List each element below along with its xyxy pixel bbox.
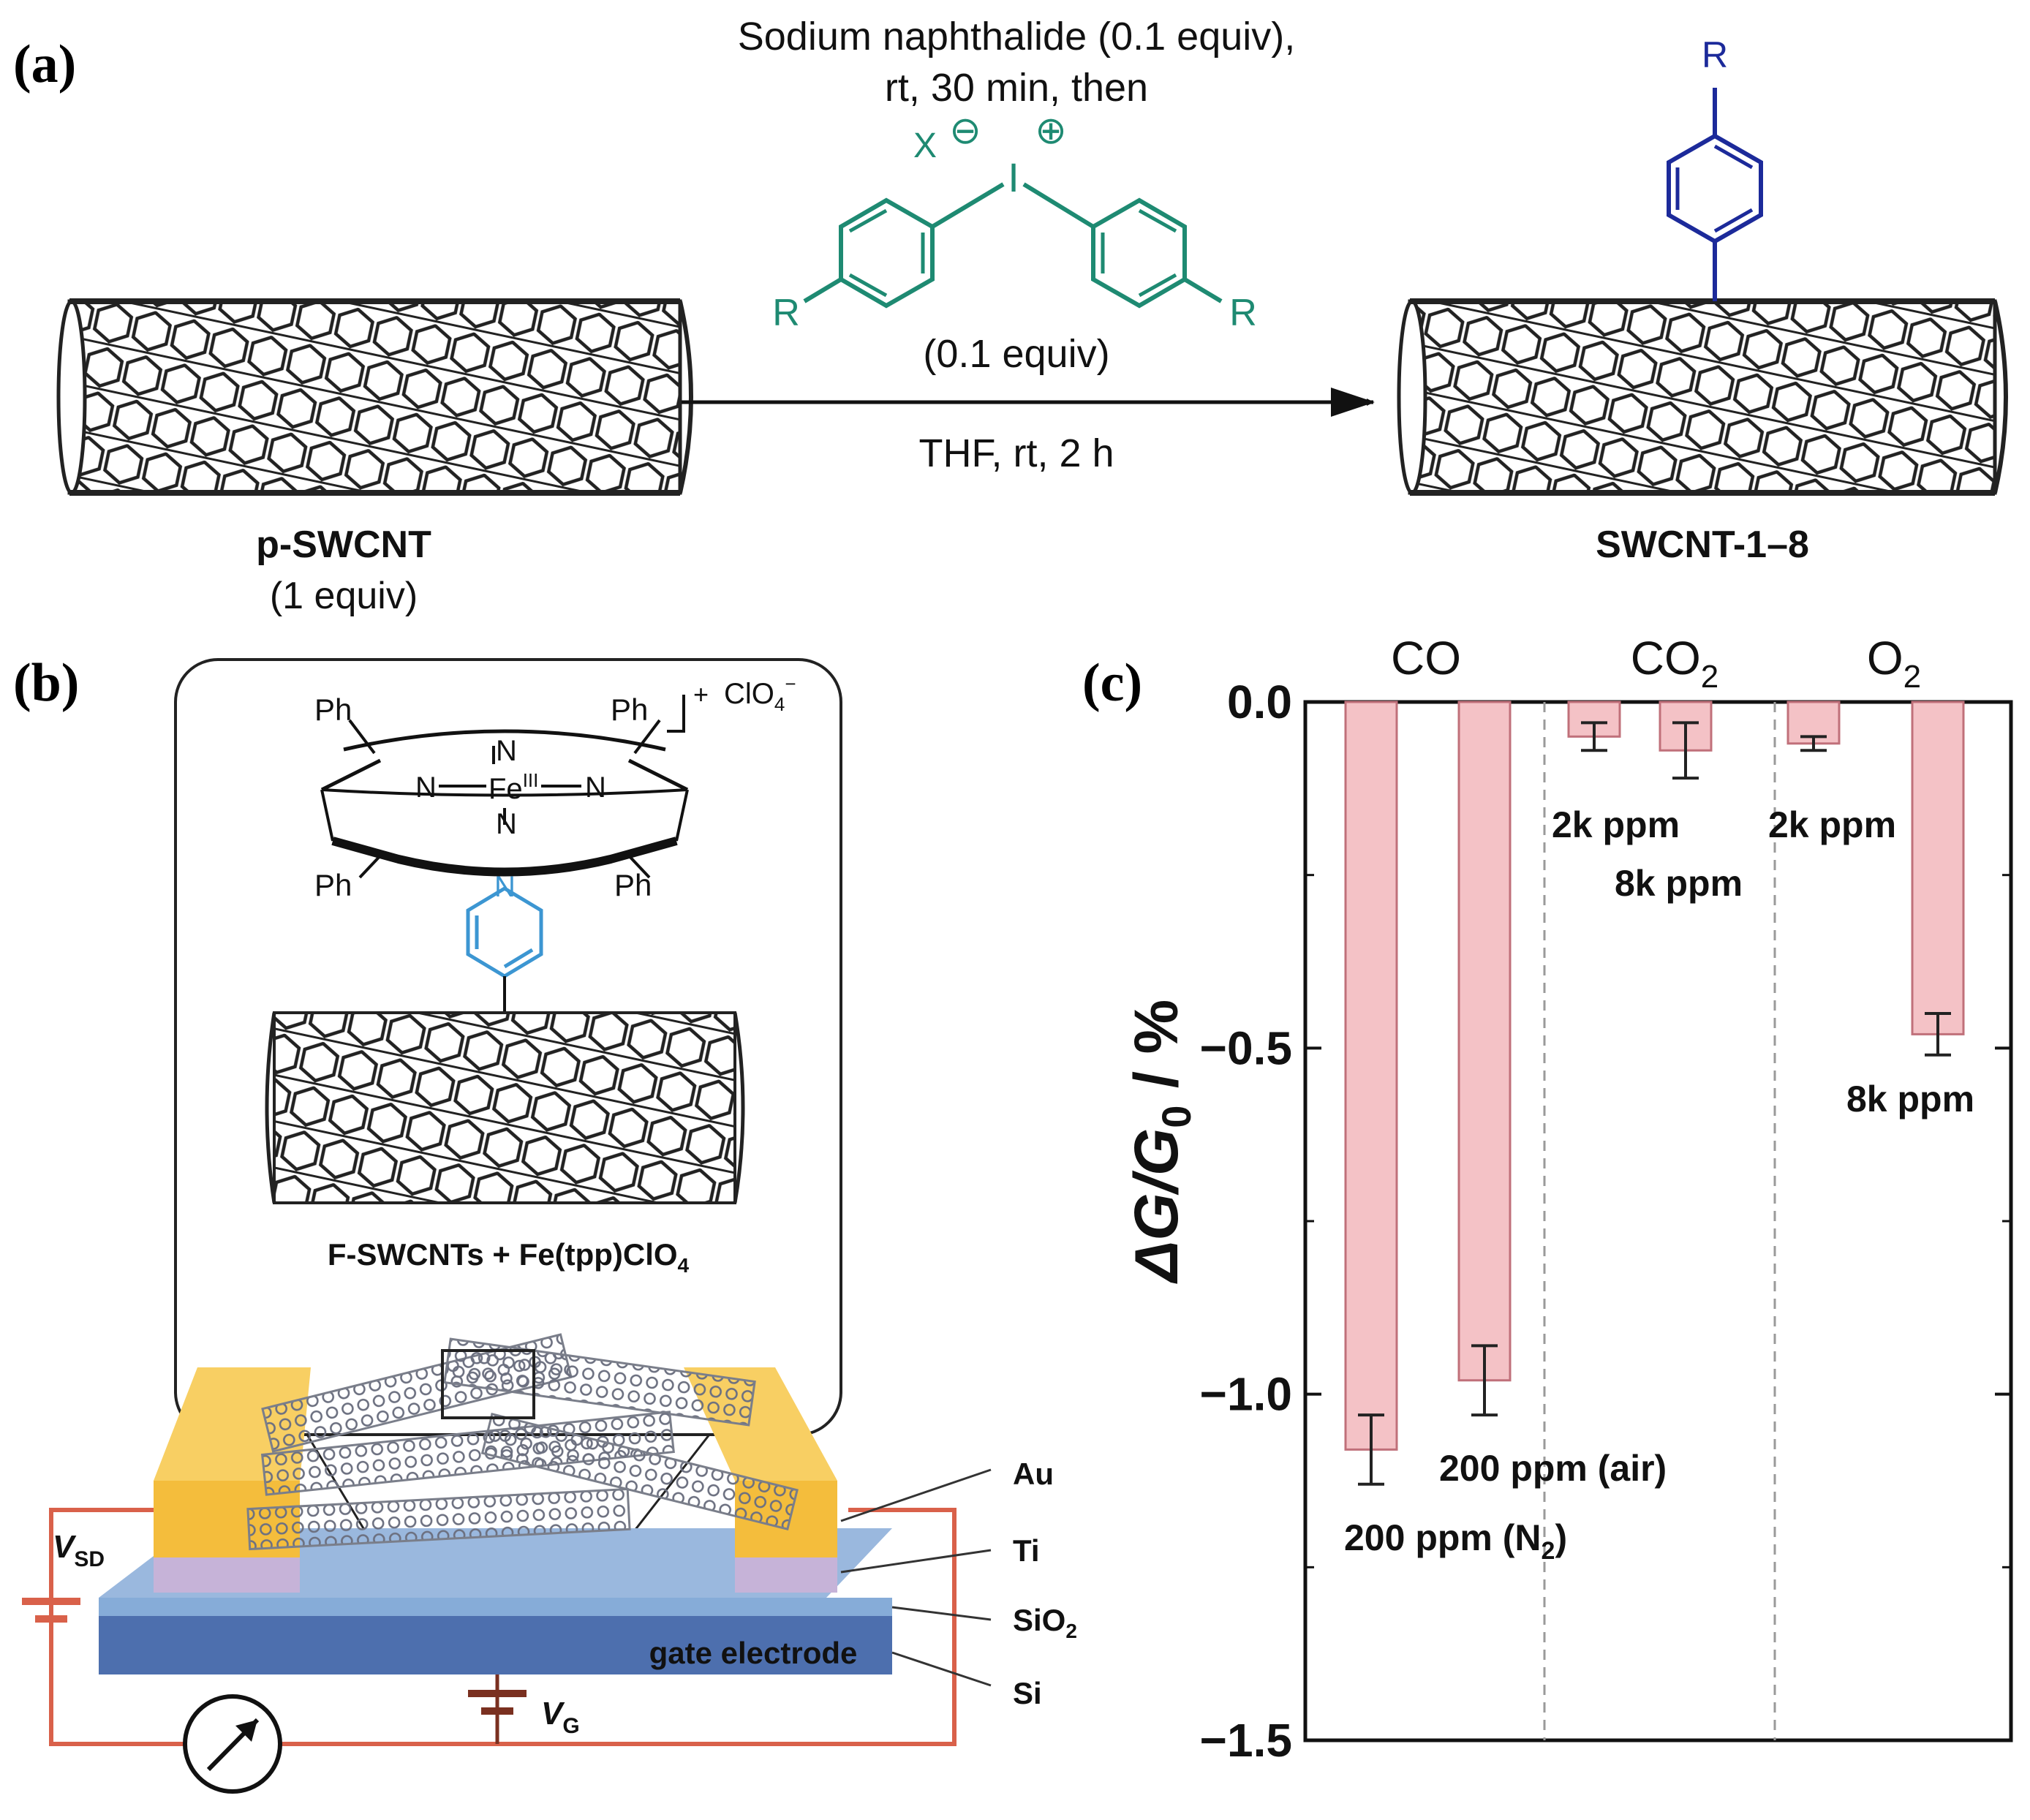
device-schematic: VSD gate electrode bbox=[22, 1333, 1077, 1794]
callout-caption: F-SWCNTs + Fe(tpp)ClO4 bbox=[328, 1237, 690, 1277]
chart-bars bbox=[1344, 701, 1965, 1486]
reagent-counterion: X bbox=[913, 127, 937, 165]
ammeter-needle-head bbox=[235, 1720, 257, 1742]
zoom-box bbox=[441, 1349, 535, 1419]
reagent-r-left: R bbox=[772, 292, 800, 334]
circuit-wire bbox=[49, 1508, 956, 1746]
nitrogen-left: N bbox=[415, 771, 437, 804]
y-tick-label: −1.5 bbox=[1200, 1714, 1292, 1767]
bar bbox=[1344, 701, 1398, 1451]
y-tick-label: −0.5 bbox=[1200, 1022, 1292, 1074]
device-tube-2 bbox=[443, 1337, 756, 1427]
panel-b: (b) Ph Ph Ph Ph N N N N FeIII bbox=[13, 653, 1077, 1794]
vg-label: VG bbox=[541, 1696, 580, 1738]
reaction-arrowhead bbox=[1331, 388, 1375, 417]
reagent-equiv: (0.1 equiv) bbox=[923, 332, 1109, 376]
y-axis-label: ΔG/G0 / % bbox=[1122, 1000, 1199, 1284]
sio2-layer bbox=[99, 1598, 892, 1616]
leader-si bbox=[891, 1651, 992, 1687]
left-ti-layer bbox=[154, 1557, 300, 1593]
reagent-minus: ⊖ bbox=[949, 110, 981, 152]
leader-ti bbox=[840, 1549, 992, 1574]
layer-label-au: Au bbox=[1013, 1457, 1054, 1491]
bar bbox=[1911, 701, 1965, 1035]
group-label-o2: O2 bbox=[1867, 632, 1921, 695]
group-label-co2: CO2 bbox=[1631, 632, 1718, 695]
reagent-iodine: I bbox=[1008, 154, 1019, 200]
bar-label-o2-2k: 2k ppm bbox=[1768, 804, 1896, 845]
product-r: R bbox=[1702, 34, 1728, 75]
device-tube-4 bbox=[246, 1487, 631, 1551]
device-tube-5 bbox=[480, 1412, 799, 1530]
bar bbox=[1457, 701, 1512, 1382]
nitrogen-top: N bbox=[496, 735, 517, 767]
bar-label-co-n2: 200 ppm (N2) bbox=[1344, 1517, 1567, 1565]
gate-electrode-label: gate electrode bbox=[649, 1636, 858, 1670]
callout-nanotube bbox=[265, 1011, 745, 1204]
panel-c-label: (c) bbox=[1082, 653, 1142, 713]
panel-a-label: (a) bbox=[13, 34, 76, 94]
nitrogen-right: N bbox=[585, 771, 606, 804]
product-tube bbox=[1397, 298, 2008, 496]
bar-label-co2-8k: 8k ppm bbox=[1615, 863, 1743, 904]
leader-sio2 bbox=[891, 1606, 992, 1621]
phenyl-top-left: Ph bbox=[314, 692, 352, 727]
left-au-top bbox=[154, 1367, 311, 1481]
complex-counterion: ClO4− bbox=[724, 673, 796, 715]
product-aryl-group bbox=[1667, 88, 1763, 301]
bar bbox=[1786, 701, 1841, 745]
start-material-equiv: (1 equiv) bbox=[270, 575, 418, 617]
p-swcnt-tube bbox=[56, 298, 693, 496]
bar-label-co-air: 200 ppm (air) bbox=[1439, 1448, 1667, 1489]
chart-axes: 0.0 −0.5 −1.0 −1.5 bbox=[1200, 676, 2013, 1767]
diaryliodonium-reagent bbox=[803, 182, 1223, 309]
pyridine-linker bbox=[466, 886, 543, 978]
leader-au bbox=[840, 1468, 992, 1522]
plot-frame bbox=[1303, 700, 2013, 1742]
start-material-name: p-SWCNT bbox=[256, 524, 431, 566]
bar-label-o2-8k: 8k ppm bbox=[1846, 1079, 1974, 1119]
iron-center: FeIII bbox=[488, 769, 538, 805]
conditions-line-1: Sodium naphthalide (0.1 equiv), bbox=[738, 15, 1296, 58]
phenyl-top-right: Ph bbox=[611, 692, 648, 727]
vsd-label: VSD bbox=[53, 1529, 105, 1571]
panel-a: (a) p-SWCNT (1 equiv) Sodium naphthalide… bbox=[13, 15, 2008, 617]
complex-charge: + bbox=[693, 679, 709, 709]
product-name: SWCNT-1–8 bbox=[1596, 524, 1809, 566]
fe-porphyrin bbox=[320, 695, 689, 879]
si-layer bbox=[99, 1616, 892, 1674]
conditions-line-2: rt, 30 min, then bbox=[885, 66, 1148, 110]
phenyl-bottom-right: Ph bbox=[614, 868, 652, 902]
bar-label-co2-2k: 2k ppm bbox=[1552, 804, 1680, 845]
phenyl-bottom-left: Ph bbox=[314, 868, 352, 902]
pyridine-nitrogen: N bbox=[494, 871, 516, 903]
group-label-co: CO bbox=[1391, 632, 1461, 684]
reagent-r-right: R bbox=[1229, 292, 1257, 334]
panel-b-label: (b) bbox=[13, 653, 79, 713]
layer-label-sio2: SiO2 bbox=[1013, 1603, 1077, 1642]
panel-c: (c) CO CO2 O2 ΔG/G0 / % 0.0−0.5−1.0−1.5 … bbox=[1082, 632, 2013, 1767]
reagent-plus: ⊕ bbox=[1035, 110, 1067, 152]
layer-label-ti: Ti bbox=[1013, 1533, 1040, 1568]
layer-label-si: Si bbox=[1013, 1676, 1042, 1710]
y-tick-label: 0.0 bbox=[1227, 676, 1292, 728]
y-tick-label: −1.0 bbox=[1200, 1368, 1292, 1421]
solvent-conditions: THF, rt, 2 h bbox=[918, 431, 1114, 475]
right-ti-layer bbox=[735, 1557, 837, 1593]
nitrogen-bottom: N bbox=[496, 808, 517, 840]
